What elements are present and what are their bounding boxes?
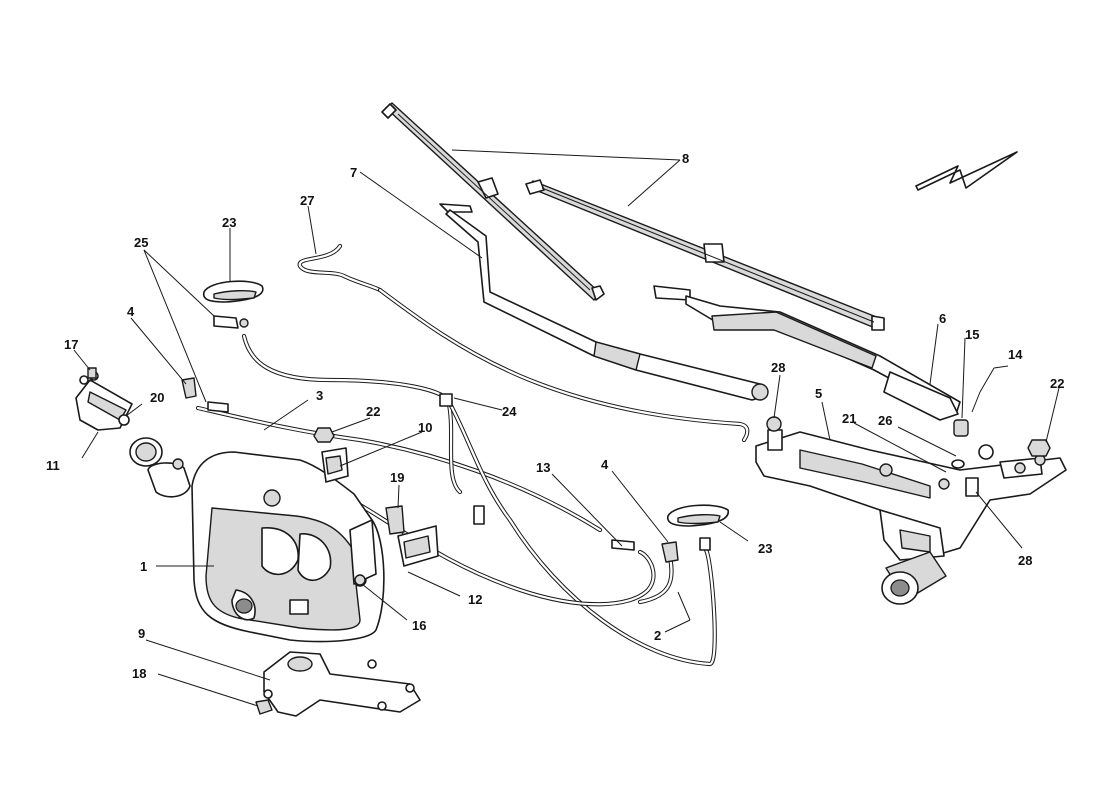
- callout-16: 16: [412, 618, 426, 633]
- hose-main-3: [195, 287, 750, 533]
- callout-6: 6: [939, 311, 946, 326]
- connector-4-right: [661, 541, 679, 563]
- callout-4-left: 4: [127, 304, 135, 319]
- callout-25: 25: [134, 235, 148, 250]
- hose-27: [297, 243, 383, 293]
- callout-22-left: 22: [366, 404, 380, 419]
- callout-14: 14: [1008, 347, 1023, 362]
- pump-19: [385, 505, 405, 535]
- callout-7: 7: [350, 165, 357, 180]
- wiper-blade-right: [525, 179, 885, 331]
- washer-jet-left: [202, 280, 264, 303]
- wiper-linkage: [755, 429, 1067, 605]
- callout-12: 12: [468, 592, 482, 607]
- wiper-arm-right: [653, 285, 961, 421]
- callout-28-left: 28: [771, 360, 785, 375]
- callout-23-right: 23: [758, 541, 772, 556]
- mounting-bracket-9: [263, 651, 421, 717]
- callout-23-left: 23: [222, 215, 236, 230]
- callout-17: 17: [64, 337, 78, 352]
- washer-reservoir: [191, 451, 385, 643]
- nut-22-left: [313, 427, 335, 443]
- callout-8: 8: [682, 151, 689, 166]
- wiper-arm-left: [439, 203, 769, 401]
- callout-26: 26: [878, 413, 892, 428]
- callout-28-right: 28: [1018, 553, 1032, 568]
- callout-1: 1: [140, 559, 147, 574]
- callout-4-right: 4: [601, 457, 609, 472]
- callout-18: 18: [132, 666, 146, 681]
- spindle-washer-21: [951, 459, 965, 469]
- callout-24: 24: [502, 404, 517, 419]
- connector-25-lower: [207, 401, 229, 413]
- connector-13: [611, 539, 635, 551]
- callout-labels: 1 2 3 4 4 5 6 7 8 9 10 11 12 13 14 15 16…: [46, 151, 1064, 681]
- connector-25-upper: [213, 315, 249, 329]
- callout-15: 15: [965, 327, 979, 342]
- spindle-cap-26: [978, 444, 994, 460]
- leader-lines: [73, 149, 1060, 707]
- callout-9: 9: [138, 626, 145, 641]
- callout-21: 21: [842, 411, 856, 426]
- nut-16: [354, 574, 366, 586]
- callout-11: 11: [46, 458, 60, 473]
- callout-13: 13: [536, 460, 550, 475]
- callout-22-right: 22: [1050, 376, 1064, 391]
- filler-neck: [129, 437, 191, 498]
- orientation-arrow-icon: [915, 151, 1018, 191]
- hose-24: [445, 397, 717, 667]
- callout-5: 5: [815, 386, 822, 401]
- callout-10: 10: [418, 420, 432, 435]
- spindle-nut-15: [953, 419, 969, 437]
- nut-18: [255, 699, 273, 715]
- hose-clip-24: [439, 393, 485, 525]
- nut-22-right: [1027, 439, 1051, 457]
- nut-20: [118, 414, 130, 426]
- spindle-28-left: [766, 416, 782, 432]
- wiper-blade-left: [381, 102, 605, 301]
- callout-27: 27: [300, 193, 314, 208]
- bolt-17: [87, 367, 97, 379]
- callout-20: 20: [150, 390, 164, 405]
- callout-19: 19: [390, 470, 404, 485]
- wiper-motor: [881, 551, 947, 605]
- bracket-10: [321, 447, 349, 483]
- washer-jet-right: [666, 504, 729, 551]
- pump-bracket-12: [397, 525, 439, 567]
- callout-2: 2: [654, 628, 661, 643]
- callout-3: 3: [316, 388, 323, 403]
